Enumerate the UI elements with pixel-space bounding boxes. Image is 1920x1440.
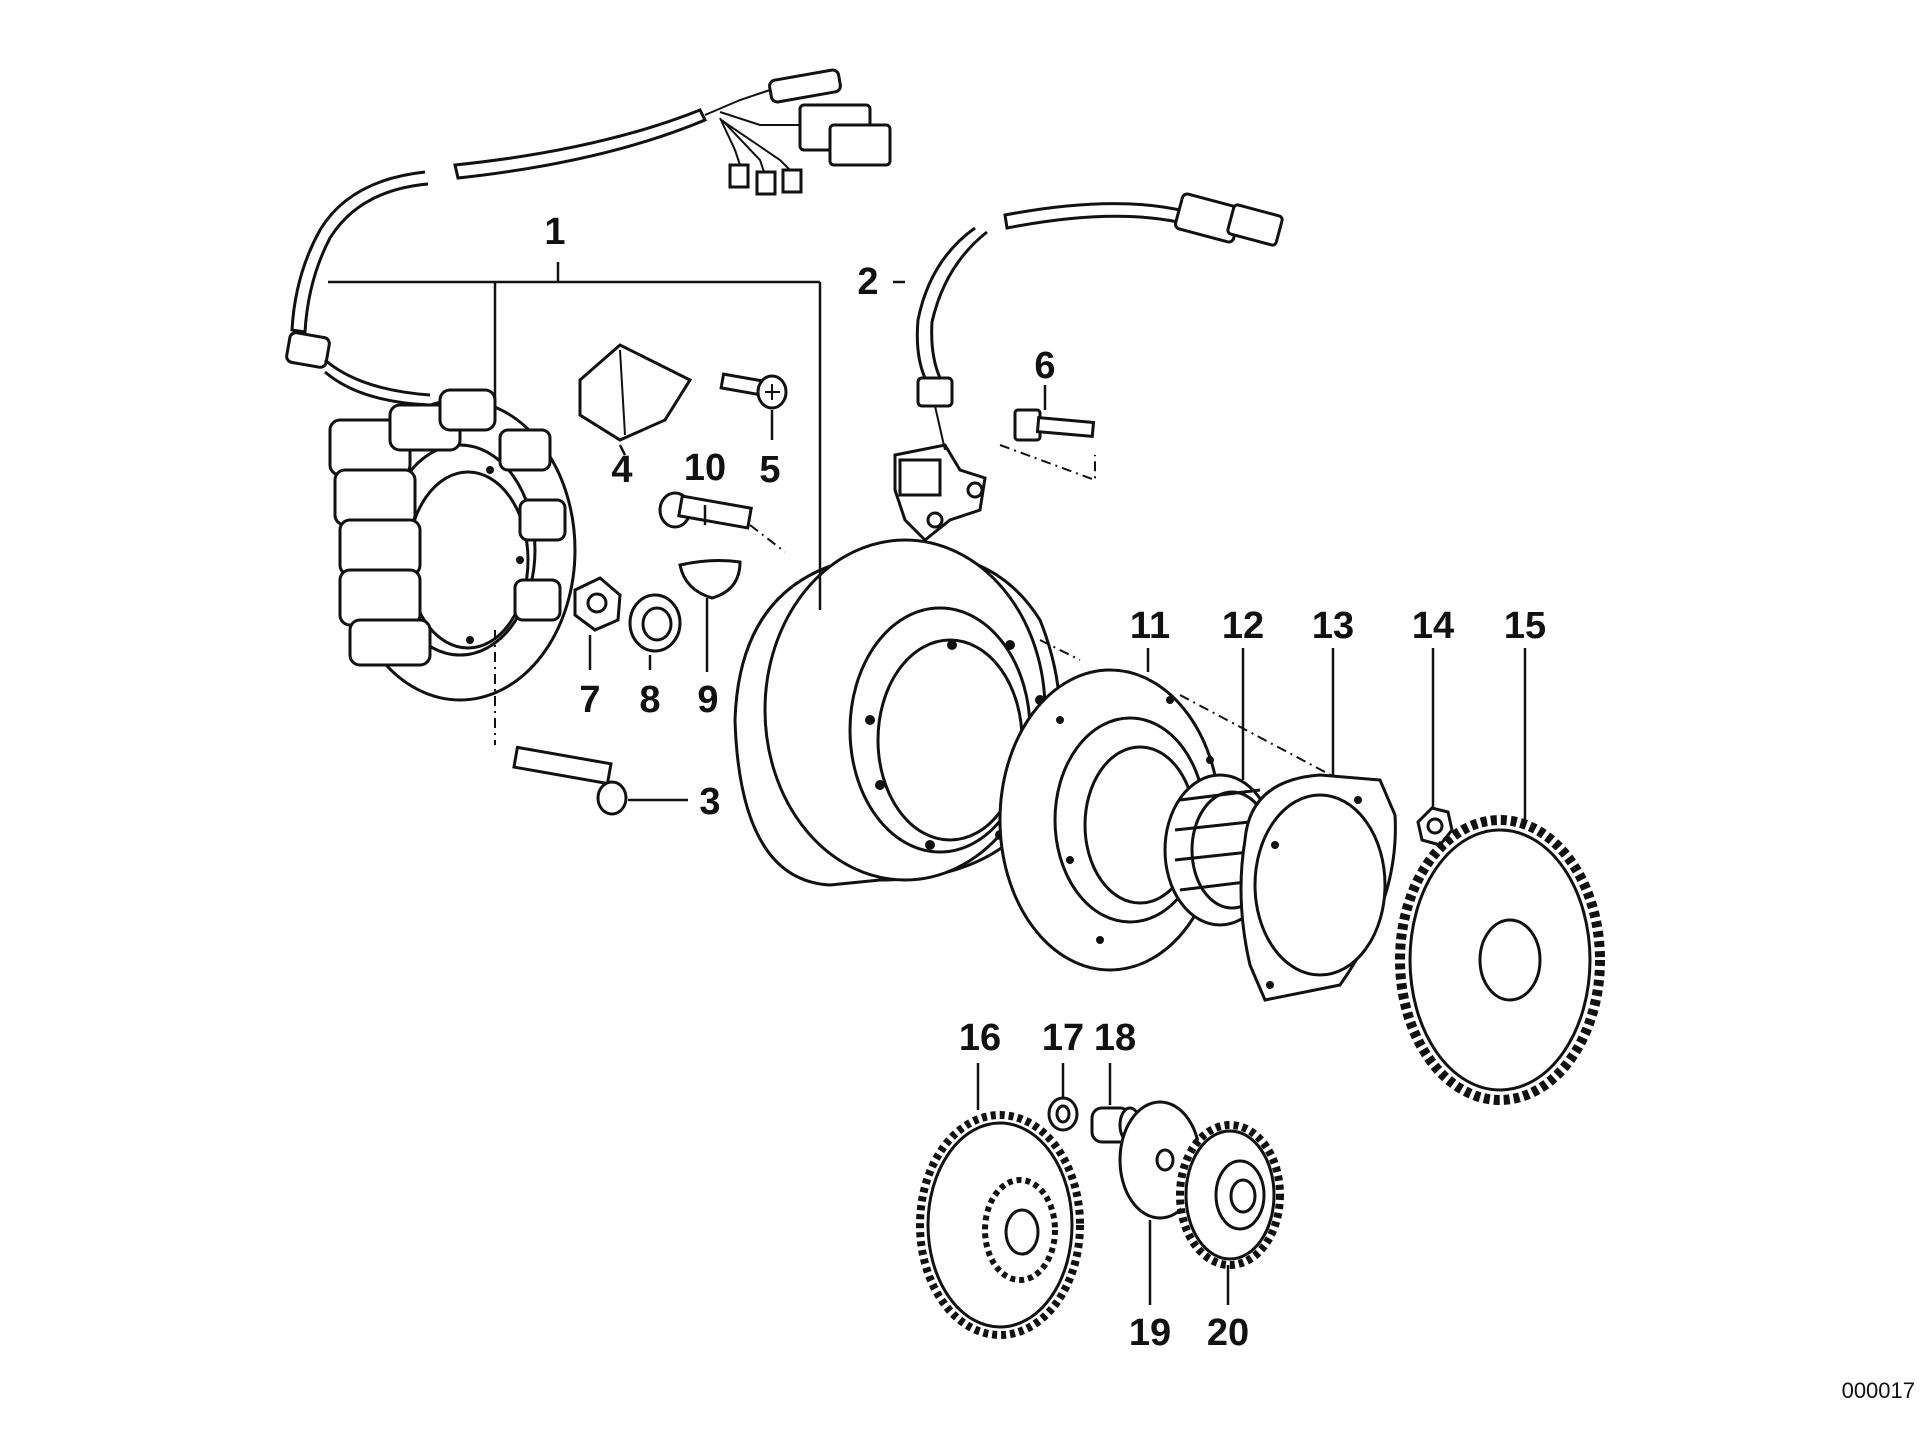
callout-11: 11 [1130, 605, 1170, 647]
rotor [733, 538, 1062, 887]
callout-13: 13 [1312, 605, 1354, 647]
cap-screw [658, 491, 786, 553]
screw [719, 372, 788, 410]
drive-gear [1176, 1121, 1284, 1269]
callout-2: 2 [857, 261, 878, 303]
callout-15: 15 [1504, 605, 1546, 647]
cover-plate [578, 343, 693, 442]
ring-gear [1395, 815, 1605, 1105]
callout-18: 18 [1094, 1017, 1136, 1059]
lock-washer [628, 593, 682, 653]
stator-bolt [494, 630, 628, 816]
thrust-washer [1047, 1096, 1079, 1132]
diagram-code: 000017 [1842, 1378, 1915, 1403]
stator-wiring-harness [285, 68, 892, 407]
callout-9: 9 [697, 679, 718, 721]
callout-labels: 1 2 3 4 5 6 7 8 9 10 11 12 13 14 15 16 1… [544, 211, 1546, 1354]
callout-14: 14 [1412, 605, 1454, 647]
callout-17: 17 [1042, 1017, 1084, 1059]
callout-1: 1 [544, 211, 565, 253]
callout-19: 19 [1129, 1312, 1171, 1354]
callout-3: 3 [699, 781, 720, 823]
callout-12: 12 [1222, 605, 1264, 647]
callout-16: 16 [959, 1017, 1001, 1059]
callout-7: 7 [579, 679, 600, 721]
leader-lines [328, 262, 1527, 1305]
callout-20: 20 [1207, 1312, 1249, 1354]
housing-cover [1239, 773, 1397, 1002]
callout-5: 5 [759, 449, 780, 491]
callout-10: 10 [684, 447, 726, 489]
stator [328, 388, 577, 702]
sensor-bolt [999, 408, 1096, 482]
callout-6: 6 [1034, 345, 1055, 387]
intermediate-gear [916, 1111, 1084, 1339]
pickup-sensor [893, 192, 1284, 543]
woodruff-key [678, 559, 742, 600]
nut [573, 576, 622, 632]
callout-4: 4 [611, 449, 632, 491]
callout-8: 8 [639, 679, 660, 721]
